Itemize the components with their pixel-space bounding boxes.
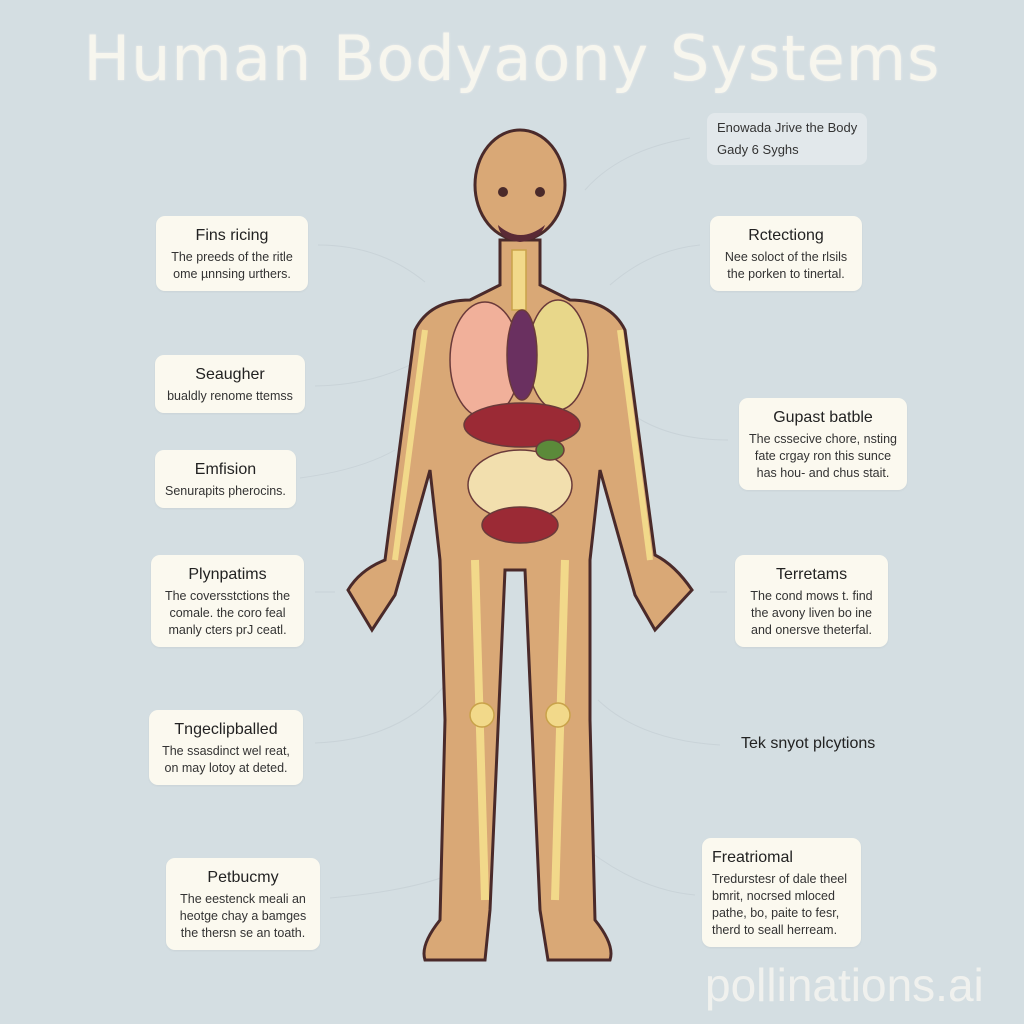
info-card: Plynpatims The coversstctions the comale… bbox=[151, 555, 304, 647]
info-card: Gupast batble The cssecive chore, nsting… bbox=[739, 398, 907, 490]
card-text: heotge chay a bamges bbox=[179, 909, 307, 923]
heart bbox=[506, 309, 538, 401]
card-text: pathe, bo, paite to fesr, bbox=[712, 906, 840, 920]
skeleton bbox=[392, 249, 653, 901]
card-heading: Freatriomal bbox=[712, 849, 793, 866]
card-heading: Seaugher bbox=[195, 366, 265, 383]
info-card: Fins ricing The preeds of the ritle ome … bbox=[156, 216, 308, 291]
card-text: and onersve theterfal. bbox=[751, 623, 872, 637]
info-card: Rctectiong Nee soloct of the rlsils the … bbox=[710, 216, 862, 291]
card-text: The cssecive chore, nsting bbox=[749, 432, 897, 446]
card-text: has hou- and chus stait. bbox=[756, 466, 890, 480]
card-text: The preeds of the ritle bbox=[171, 250, 293, 264]
card-heading: Rctectiong bbox=[748, 227, 824, 244]
body-outline bbox=[346, 128, 694, 962]
card-text: The cond mows t. find bbox=[750, 589, 873, 603]
connector-lines bbox=[299, 137, 729, 899]
info-card: Terretams The cond mows t. find the avon… bbox=[735, 555, 888, 647]
card-text: Senurapits pherocins. bbox=[165, 484, 286, 498]
plain-label: Tek snyot plcytions bbox=[741, 735, 876, 752]
card-heading: Petbucmy bbox=[207, 869, 279, 886]
card-text: ome µnnsing urthers. bbox=[173, 267, 291, 281]
right-eye bbox=[535, 187, 545, 197]
left-eye bbox=[498, 187, 508, 197]
card-text: manly cters prJ ceatl. bbox=[168, 623, 287, 637]
page-title: Human Bodyaony Systems bbox=[83, 22, 941, 95]
card-heading: Terretams bbox=[775, 566, 848, 583]
card-text: fate crgay ron this sunce bbox=[754, 449, 892, 463]
card-text: the avony liven bo ine bbox=[751, 606, 872, 620]
card-text: bmrit, nocrsed mloced bbox=[712, 889, 835, 903]
card-heading: Plynpatims bbox=[188, 566, 267, 583]
card-text: the thersn se an toath. bbox=[180, 926, 306, 940]
card-heading: Emfision bbox=[194, 461, 257, 478]
card-text: therd to seall herream. bbox=[712, 923, 838, 937]
info-card: Tngeclipballed The ssasdinct wel reat, o… bbox=[149, 710, 303, 785]
organs bbox=[449, 299, 589, 544]
card-text: bualdly renome ttemss bbox=[167, 389, 293, 403]
card-text: The ssasdinct wel reat, bbox=[162, 744, 290, 758]
liver bbox=[463, 402, 581, 448]
intro-note: Enowada Jrive the Body Gady 6 Syghs bbox=[707, 113, 868, 165]
bladder bbox=[481, 506, 559, 544]
gallbladder bbox=[535, 439, 565, 461]
info-card: Petbucmy The eestenck meali an heotge ch… bbox=[166, 858, 320, 950]
mouth bbox=[498, 225, 545, 242]
info-card: Freatriomal Tredurstesr of dale theel bm… bbox=[702, 838, 861, 947]
card-text: on may lotoy at deted. bbox=[164, 761, 288, 775]
card-text: comale. the coro feal bbox=[169, 606, 286, 620]
card-heading: Tngeclipballed bbox=[174, 721, 278, 738]
card-text: the porken to tinertal. bbox=[727, 267, 845, 281]
watermark: pollinations.ai bbox=[705, 959, 984, 1011]
note-line: Enowada Jrive the Body bbox=[717, 120, 858, 135]
card-text: Tredurstesr of dale theel bbox=[712, 872, 848, 886]
card-text: The coversstctions the bbox=[164, 589, 291, 603]
card-heading: Fins ricing bbox=[195, 227, 269, 244]
card-text: Nee soloct of the rlsils bbox=[724, 250, 848, 264]
info-card: Emfision Senurapits pherocins. bbox=[155, 450, 296, 508]
card-text: The eestenck meali an bbox=[180, 892, 306, 906]
info-card: Seaugher bualdly renome ttemss bbox=[155, 355, 305, 413]
card-heading: Gupast batble bbox=[773, 409, 873, 426]
note-line: Gady 6 Syghs bbox=[717, 142, 799, 157]
